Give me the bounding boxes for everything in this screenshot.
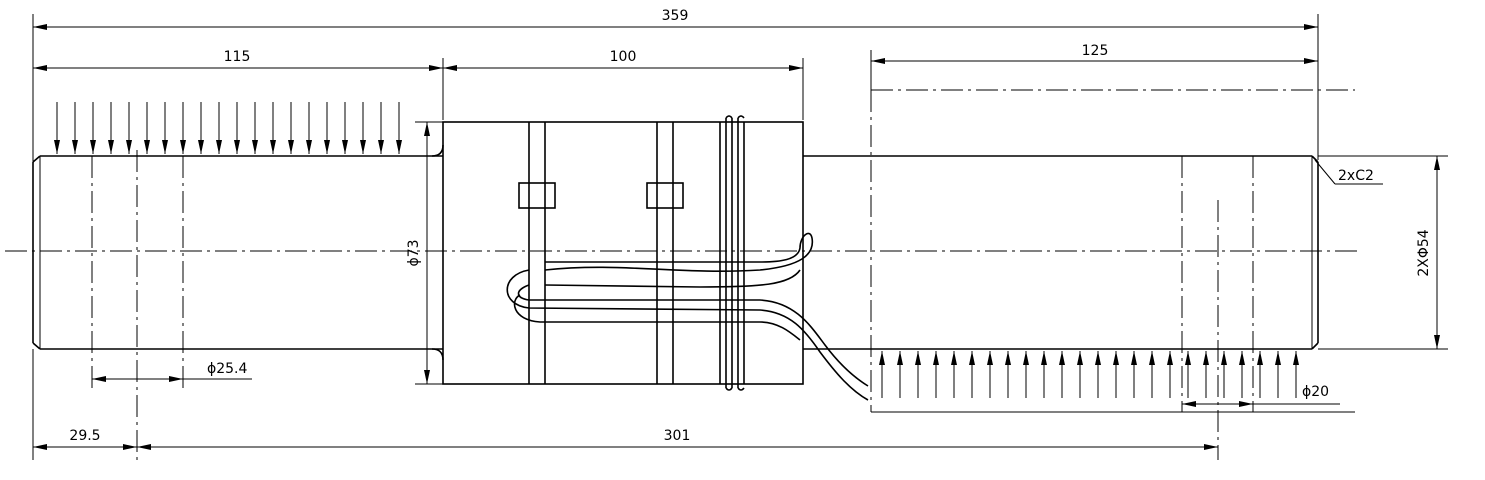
dimension-label-359: 359 [662, 8, 689, 24]
dimension-29-5: 29.5 [32, 349, 137, 460]
left-load-arrows [54, 102, 402, 154]
dimension-label-phi73: ϕ73 [406, 239, 422, 266]
dimension-2xphi54: 2XΦ54 [1318, 155, 1448, 350]
dimension-label-phi20: ϕ20 [1302, 384, 1329, 400]
dimension-100: 100 [442, 49, 804, 120]
cable [506, 232, 869, 401]
dimension-label-2xphi54: 2XΦ54 [1416, 229, 1432, 276]
chamfer-label: 2xC2 [1338, 168, 1374, 184]
dimension-label-phi25-4: ϕ25.4 [207, 361, 248, 377]
right-roll [803, 90, 1355, 460]
dimension-label-100: 100 [610, 49, 637, 65]
dimension-phi73: ϕ73 [406, 121, 443, 385]
dimension-label-125: 125 [1082, 43, 1109, 59]
right-load-arrows [879, 351, 1299, 398]
dimension-phi20: ϕ20 [1182, 384, 1340, 407]
dimension-125: 125 [870, 43, 1355, 91]
dimension-301: 301 [137, 428, 1218, 450]
left-shaft [32, 144, 444, 460]
dimension-label-29-5: 29.5 [69, 428, 100, 444]
dimension-359: 359 [32, 8, 1319, 168]
dimension-label-301: 301 [664, 428, 691, 444]
dimension-label-115: 115 [224, 49, 251, 65]
dimension-115: 115 [33, 49, 443, 71]
middle-housing [442, 115, 804, 391]
chamfer-callout: 2xC2 [1314, 159, 1383, 185]
dimension-phi25-4: ϕ25.4 [92, 361, 252, 382]
